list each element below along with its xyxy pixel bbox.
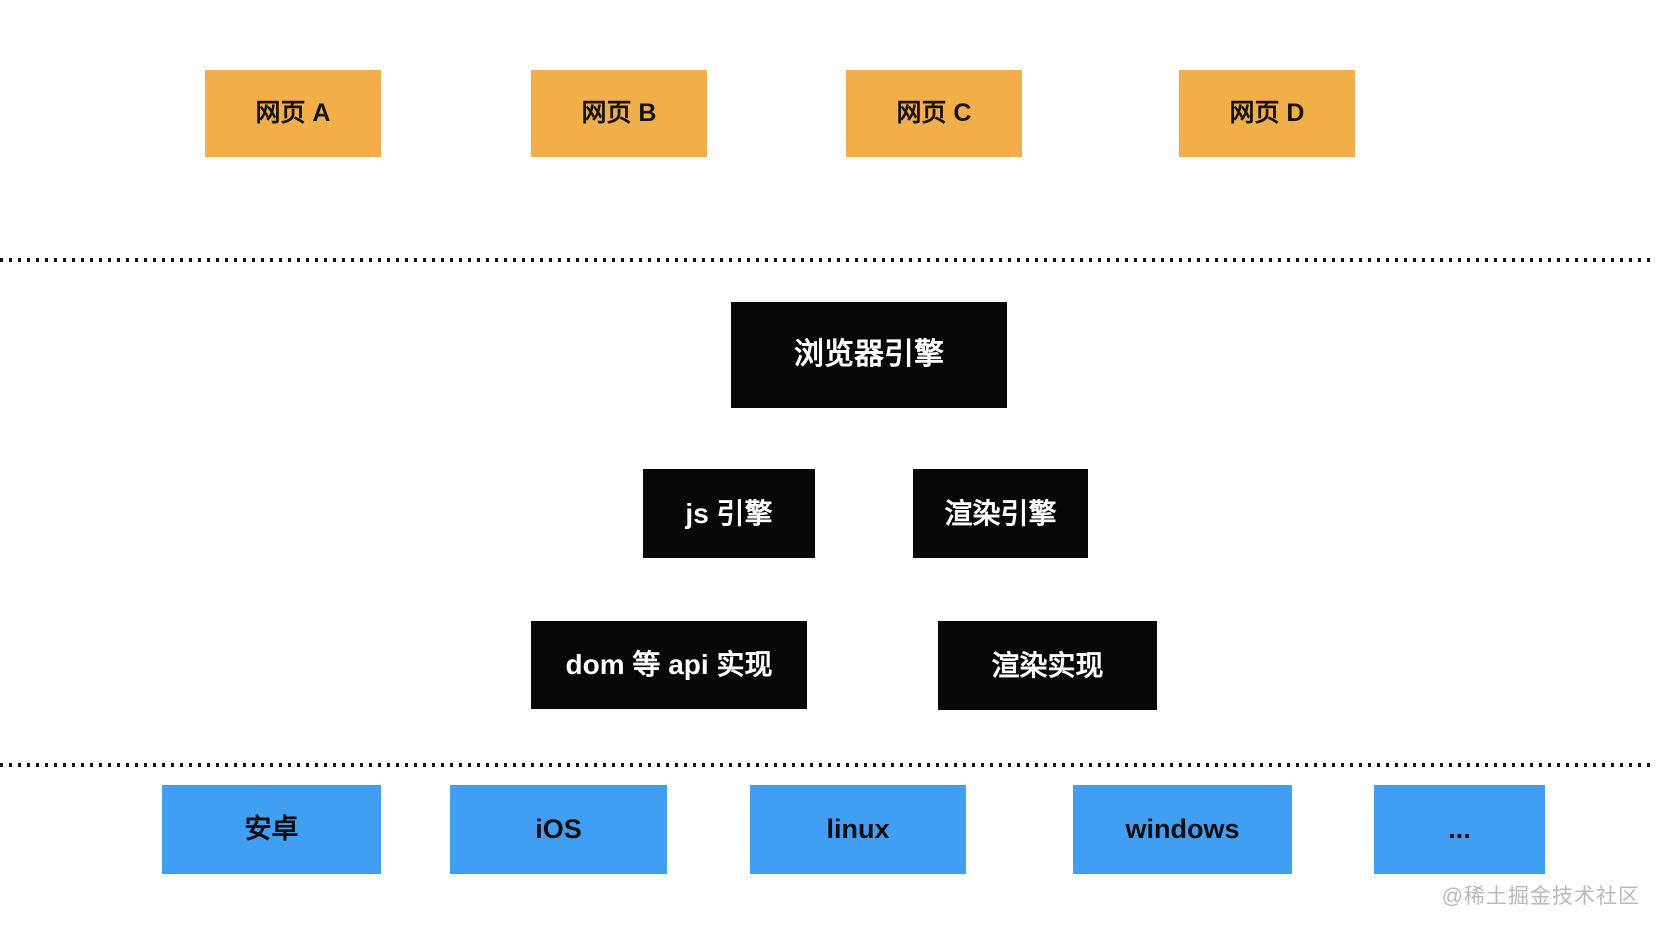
- platform-windows-box: windows: [1073, 785, 1292, 874]
- platform-ios-box: iOS: [450, 785, 667, 874]
- platform-ios-label: iOS: [535, 814, 582, 844]
- watermark: @稀土掘金技术社区: [1441, 885, 1640, 908]
- webpage-d-label: 网页 D: [1229, 99, 1305, 127]
- webpage-d-box: 网页 D: [1179, 70, 1355, 157]
- platform-more-box: ...: [1374, 785, 1545, 874]
- platform-linux-box: linux: [750, 785, 966, 874]
- webpage-b-box: 网页 B: [531, 70, 707, 157]
- webpage-c-box: 网页 C: [846, 70, 1022, 157]
- platform-more-label: ...: [1448, 814, 1471, 844]
- js-engine-label: js 引擎: [685, 497, 773, 529]
- browser-engine-label: 浏览器引擎: [794, 338, 944, 371]
- platform-windows-label: windows: [1125, 814, 1240, 844]
- dotted-separator-bottom: [0, 763, 1656, 767]
- dotted-separator-top: [0, 258, 1656, 262]
- js-engine-box: js 引擎: [643, 469, 815, 558]
- browser-engine-box: 浏览器引擎: [731, 302, 1007, 408]
- webpage-c-label: 网页 C: [896, 99, 972, 127]
- render-implementation-label: 渲染实现: [991, 649, 1104, 681]
- render-engine-box: 渲染引擎: [913, 469, 1088, 558]
- dom-api-implementation-box: dom 等 api 实现: [531, 621, 807, 709]
- platform-android-label: 安卓: [244, 814, 299, 844]
- webpage-a-box: 网页 A: [205, 70, 381, 157]
- platform-android-box: 安卓: [162, 785, 381, 874]
- dom-api-implementation-label: dom 等 api 实现: [565, 649, 773, 680]
- render-implementation-box: 渲染实现: [938, 621, 1157, 710]
- platform-linux-label: linux: [826, 814, 890, 844]
- webpage-a-label: 网页 A: [255, 99, 331, 127]
- render-engine-label: 渲染引擎: [944, 497, 1057, 529]
- webpage-b-label: 网页 B: [581, 99, 657, 127]
